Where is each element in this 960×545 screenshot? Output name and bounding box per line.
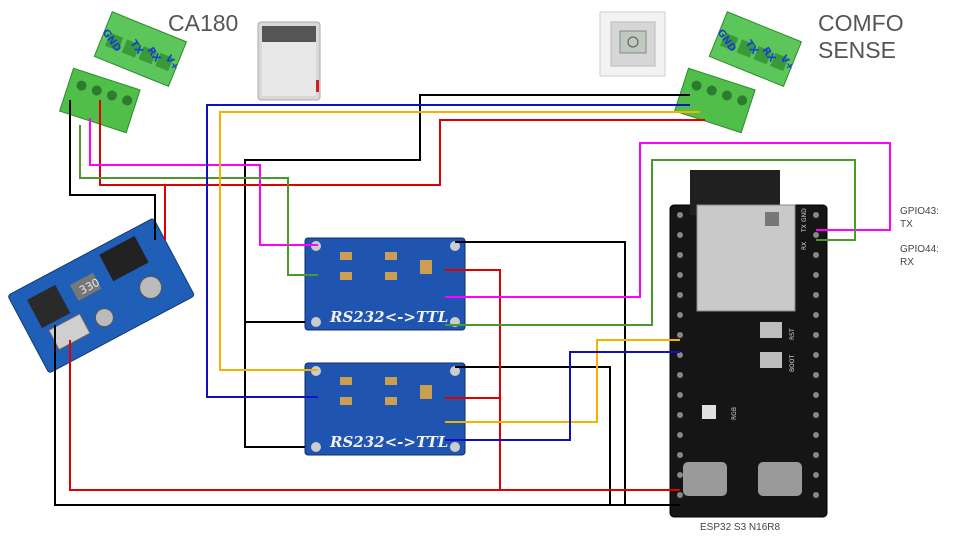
esp32-s3-board: TX RX GND RST BOOT RGB (669, 170, 828, 518)
ca180-terminal-plug (93, 11, 188, 87)
wire-tx2-comfo (219, 111, 700, 371)
wires (54, 94, 891, 506)
wire-gnd-bottom-module (244, 322, 305, 448)
esp-pin-tx: TX (801, 224, 808, 233)
wire-rx-ca180 (79, 125, 318, 276)
rs232-top-label: RS232<->TTL (329, 308, 448, 326)
wire-gnd-ca180 (69, 100, 156, 240)
wire-gnd-buck-esp (54, 325, 680, 506)
rs232-module-bottom: RS232<->TTL (304, 362, 466, 456)
wire-vcc-ca180 (99, 100, 705, 186)
gpio44-label-line1: GPIO44: (900, 244, 939, 255)
esp32-board-label: ESP32 S3 N16R8 (700, 522, 781, 533)
rs232-module-top: RS232<->TTL (304, 237, 466, 331)
comfosense-thermostat-image (599, 11, 666, 77)
wire-gnd-bottom-right (455, 366, 611, 505)
wire-vcc-buck-esp (69, 340, 680, 491)
wire-vcc-top-module (445, 269, 501, 490)
wire-tx-esp (445, 142, 891, 298)
esp-pin-rx: RX (801, 242, 808, 250)
wire-gnd-comfo (244, 94, 690, 195)
esp-label-rst: RST (789, 328, 796, 340)
wire-rx-esp (445, 159, 856, 326)
esp-label-boot: BOOT (789, 355, 796, 372)
wire-tx-ca180 (89, 118, 318, 246)
esp-pin-gnd: GND (801, 208, 808, 222)
wire-tx2-esp (445, 339, 680, 423)
comfosense-terminal-socket (673, 67, 756, 134)
gpio43-label-line1: GPIO43: (900, 206, 939, 217)
comfosense-label-line1: COMFO (818, 10, 904, 36)
wire-rx2-esp (445, 351, 680, 441)
ca180-label: CA180 (168, 10, 239, 36)
wire-gnd-top-right (455, 241, 626, 505)
gpio43-label-line2: TX (900, 219, 913, 230)
gpio44-label-line2: RX (900, 257, 914, 268)
comfosense-terminal-plug (708, 11, 803, 87)
buck-converter-module: 330 (8, 218, 195, 373)
wire-gnd-top-module (244, 195, 305, 323)
ca180-unit-image (257, 21, 321, 101)
rs232-bottom-label: RS232<->TTL (329, 433, 448, 451)
esp-label-rgb: RGB (731, 407, 738, 420)
comfosense-label-line2: SENSE (818, 37, 896, 63)
wire-rx2-comfo (206, 104, 690, 398)
